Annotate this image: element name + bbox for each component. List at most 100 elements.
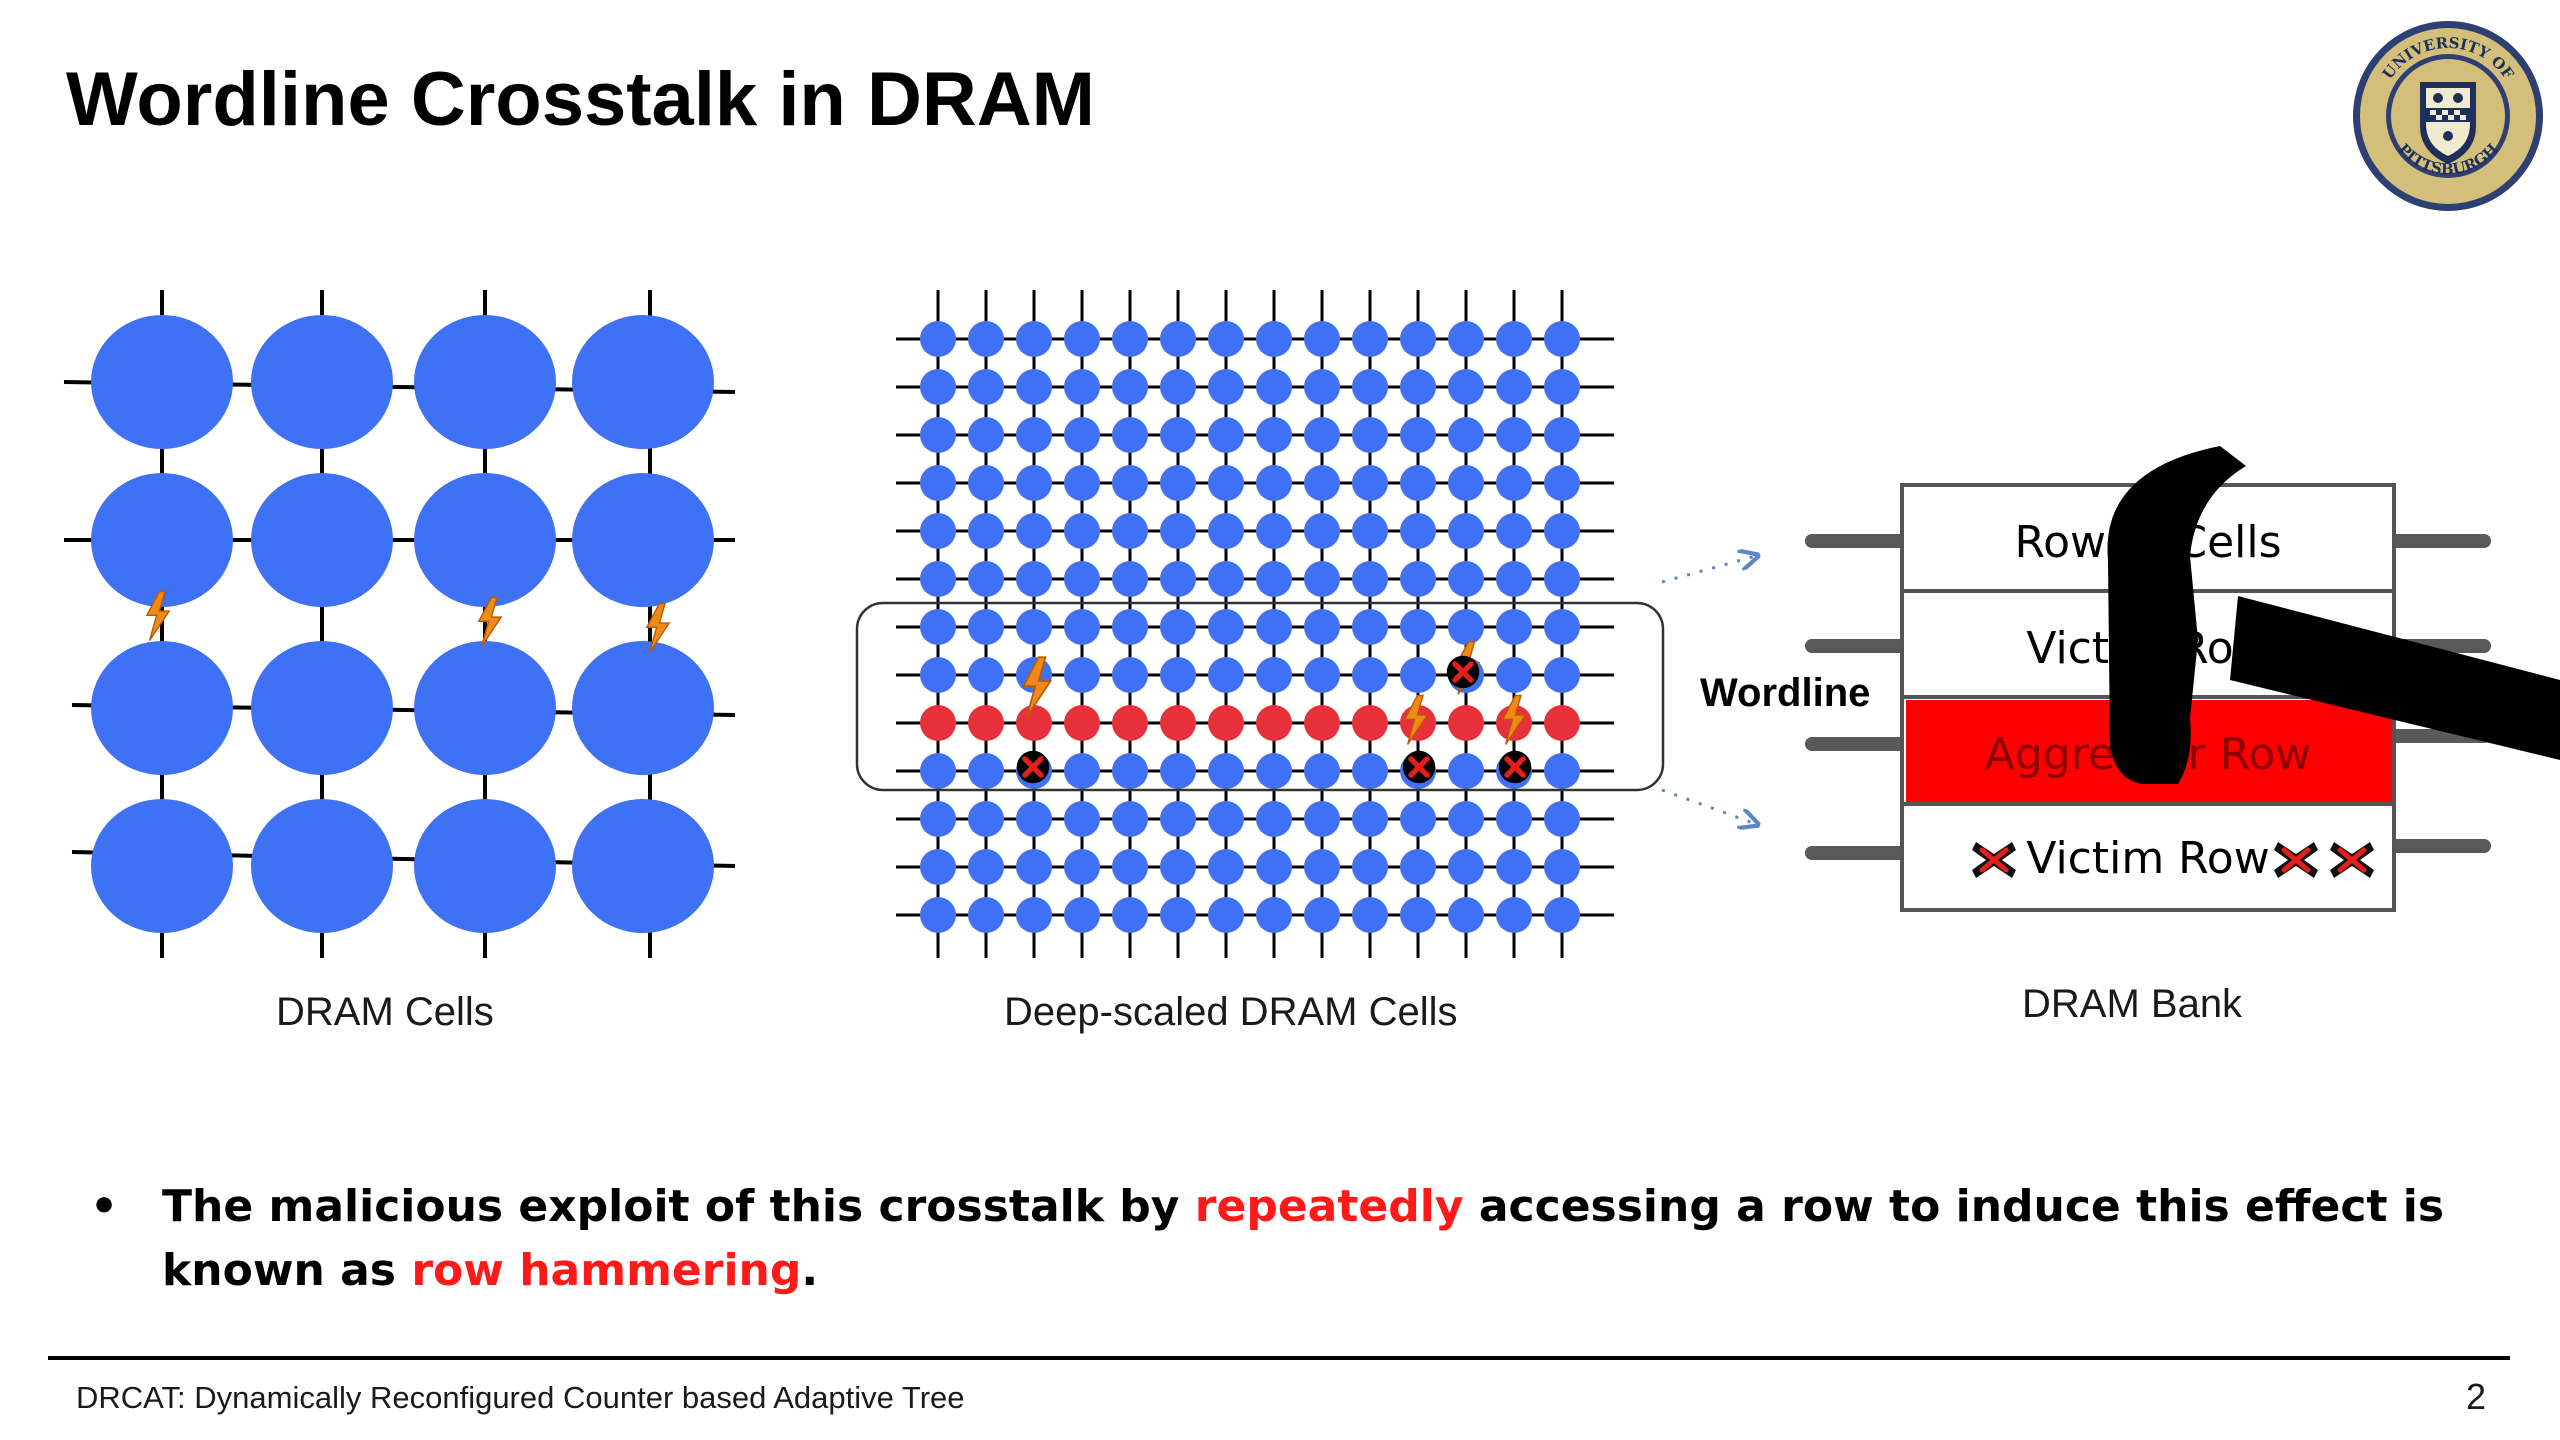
bit-flip-icon xyxy=(1447,656,1479,688)
dram-cell xyxy=(1304,849,1340,885)
dram-cell xyxy=(1400,369,1436,405)
dram-cell xyxy=(1064,849,1100,885)
dram-cell xyxy=(920,801,956,837)
dram-cell xyxy=(1400,513,1436,549)
aggressor-cell xyxy=(1208,705,1244,741)
dram-cell xyxy=(968,753,1004,789)
dram-cell xyxy=(1160,369,1196,405)
dram-cell xyxy=(1496,513,1532,549)
dram-cell xyxy=(1160,417,1196,453)
dram-cell xyxy=(968,417,1004,453)
dram-cell xyxy=(1496,465,1532,501)
dram-cell xyxy=(1112,753,1148,789)
dram-cell xyxy=(1160,513,1196,549)
dram-cell xyxy=(1352,417,1388,453)
dram-cell xyxy=(1016,513,1052,549)
aggressor-cell xyxy=(1256,705,1292,741)
dram-cell xyxy=(1352,609,1388,645)
dram-cell xyxy=(1352,657,1388,693)
aggressor-cell xyxy=(1544,705,1580,741)
dram-cell xyxy=(1064,465,1100,501)
dram-cell xyxy=(1304,753,1340,789)
dram-cell xyxy=(1544,897,1580,933)
dram-cell xyxy=(1064,897,1100,933)
dram-cell xyxy=(1256,465,1292,501)
footer-text: DRCAT: Dynamically Reconfigured Counter … xyxy=(76,1380,965,1415)
dram-cell xyxy=(1304,321,1340,357)
dram-cell xyxy=(968,561,1004,597)
dram-cell xyxy=(1208,609,1244,645)
dram-cell xyxy=(1064,513,1100,549)
aggressor-cell xyxy=(1016,705,1052,741)
dram-cell xyxy=(1112,897,1148,933)
dram-cell xyxy=(1256,849,1292,885)
dram-cell xyxy=(1304,417,1340,453)
dram-cell xyxy=(1112,609,1148,645)
bank-row-label: Victim Row xyxy=(2026,833,2269,884)
dram-cell xyxy=(1160,897,1196,933)
dram-cell xyxy=(1304,657,1340,693)
dram-cell xyxy=(1544,369,1580,405)
dram-cell xyxy=(968,801,1004,837)
dram-cell xyxy=(1496,657,1532,693)
footer-rule xyxy=(48,1356,2510,1360)
dram-cell xyxy=(1064,369,1100,405)
dram-cell xyxy=(968,369,1004,405)
dram-cell xyxy=(1400,849,1436,885)
dram-cell xyxy=(1256,561,1292,597)
aggressor-cell xyxy=(920,705,956,741)
dram-cell xyxy=(1112,465,1148,501)
dram-cell xyxy=(1448,465,1484,501)
dram-cell xyxy=(1016,897,1052,933)
aggressor-cell xyxy=(1064,705,1100,741)
zoom-arrow-top xyxy=(1661,556,1756,584)
dram-cell xyxy=(920,561,956,597)
dram-cell xyxy=(920,609,956,645)
dram-cell xyxy=(1544,801,1580,837)
dram-cell xyxy=(1496,369,1532,405)
dram-cell xyxy=(1352,801,1388,837)
aggressor-cell xyxy=(1448,705,1484,741)
dram-cell xyxy=(1256,657,1292,693)
dram-cell xyxy=(1016,609,1052,645)
wordline-label: Wordline xyxy=(1700,671,1870,715)
dram-cell xyxy=(1016,321,1052,357)
zoom-arrow-bottom xyxy=(1661,788,1756,824)
dram-cell xyxy=(1352,849,1388,885)
dram-cell xyxy=(968,465,1004,501)
aggressor-cell xyxy=(968,705,1004,741)
dram-cell xyxy=(1208,801,1244,837)
dram-cell xyxy=(1112,657,1148,693)
dram-cell xyxy=(1544,465,1580,501)
dram-cell xyxy=(1016,561,1052,597)
dram-cell xyxy=(1208,753,1244,789)
dram-cell xyxy=(1304,801,1340,837)
dram-cell xyxy=(1496,609,1532,645)
dram-cell xyxy=(1544,321,1580,357)
bullet-dot: • xyxy=(90,1181,119,1232)
dram-cell xyxy=(1496,801,1532,837)
dram-cell xyxy=(1160,753,1196,789)
dram-cell xyxy=(1208,417,1244,453)
dram-cell xyxy=(1544,657,1580,693)
dram-cell xyxy=(1064,609,1100,645)
dram-cell xyxy=(1256,897,1292,933)
dram-cells-caption: DRAM Cells xyxy=(276,990,494,1034)
dram-cell xyxy=(1496,897,1532,933)
dram-cells-figure xyxy=(63,290,736,958)
dram-cell xyxy=(920,753,956,789)
dram-cell xyxy=(1304,897,1340,933)
dram-cell xyxy=(1208,897,1244,933)
dram-cell xyxy=(1208,369,1244,405)
dram-cell xyxy=(1400,465,1436,501)
dram-cell xyxy=(1496,321,1532,357)
dram-cell xyxy=(1256,609,1292,645)
dram-cell xyxy=(1112,849,1148,885)
slide-title: Wordline Crosstalk in DRAM xyxy=(66,57,1095,142)
dram-cell xyxy=(1352,753,1388,789)
dram-cell xyxy=(1016,369,1052,405)
dram-cell xyxy=(1064,753,1100,789)
dram-cell xyxy=(1016,417,1052,453)
dram-cell xyxy=(1064,417,1100,453)
dram-cell xyxy=(1112,561,1148,597)
